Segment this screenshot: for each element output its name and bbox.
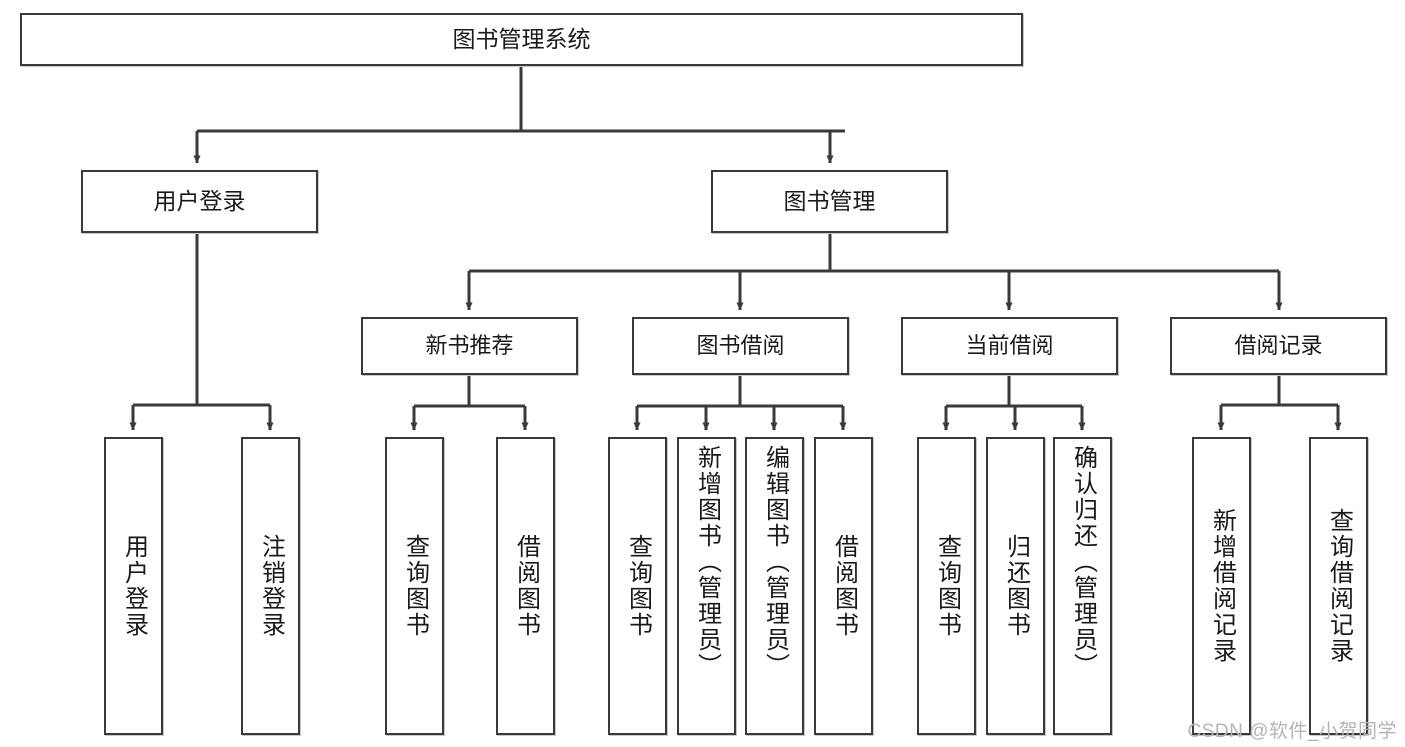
leaf-user-logout[interactable]: 注销登录 [241, 437, 300, 735]
leaf-query-borrow-record[interactable]: 查询借阅记录 [1309, 437, 1368, 735]
node-user-login[interactable]: 用户登录 [81, 170, 318, 233]
leaf-borrow-book[interactable]: 借阅图书 [814, 437, 873, 735]
leaf-return-book[interactable]: 归还图书 [986, 437, 1045, 735]
node-label: 借阅图书 [830, 534, 858, 638]
node-label: 借阅记录 [1234, 333, 1323, 359]
node-label: 借阅图书 [512, 534, 540, 638]
node-label: 查询图书 [933, 534, 961, 638]
watermark-text: CSDN @软件_小贺同学 [1187, 721, 1397, 742]
node-label: 新增借阅记录 [1208, 508, 1236, 664]
node-label: 归还图书 [1002, 534, 1030, 638]
leaf-borrow-book-recommend[interactable]: 借阅图书 [496, 437, 555, 735]
node-label: 查询借阅记录 [1325, 508, 1353, 664]
node-label: 新书推荐 [425, 333, 514, 359]
node-borrow-record[interactable]: 借阅记录 [1170, 317, 1387, 375]
node-label: 图书管理 [783, 187, 876, 214]
node-root-system[interactable]: 图书管理系统 [20, 13, 1023, 66]
leaf-query-book-recommend[interactable]: 查询图书 [385, 437, 444, 735]
node-label: 新增图书（管理员） [693, 445, 721, 679]
leaf-query-book-borrow[interactable]: 查询图书 [608, 437, 667, 735]
leaf-user-login[interactable]: 用户登录 [104, 437, 163, 735]
node-label: 编辑图书（管理员） [761, 445, 789, 679]
node-label: 当前借阅 [965, 333, 1054, 359]
leaf-edit-book-admin[interactable]: 编辑图书（管理员） [745, 437, 804, 735]
node-label: 确认归还（管理员） [1069, 445, 1097, 679]
leaf-confirm-return-admin[interactable]: 确认归还（管理员） [1053, 437, 1112, 735]
node-label: 用户登录 [120, 534, 148, 638]
node-label: 图书借阅 [696, 333, 785, 359]
node-book-borrow[interactable]: 图书借阅 [632, 317, 849, 375]
node-label: 用户登录 [153, 187, 246, 214]
leaf-add-book-admin[interactable]: 新增图书（管理员） [677, 437, 736, 735]
node-label: 图书管理系统 [452, 25, 591, 52]
leaf-add-borrow-record[interactable]: 新增借阅记录 [1192, 437, 1251, 735]
node-current-borrow[interactable]: 当前借阅 [901, 317, 1118, 375]
node-book-management[interactable]: 图书管理 [711, 170, 948, 233]
node-new-book-recommend[interactable]: 新书推荐 [361, 317, 578, 375]
node-label: 查询图书 [624, 534, 652, 638]
leaf-query-book-current[interactable]: 查询图书 [917, 437, 976, 735]
node-label: 注销登录 [257, 534, 285, 638]
node-label: 查询图书 [401, 534, 429, 638]
